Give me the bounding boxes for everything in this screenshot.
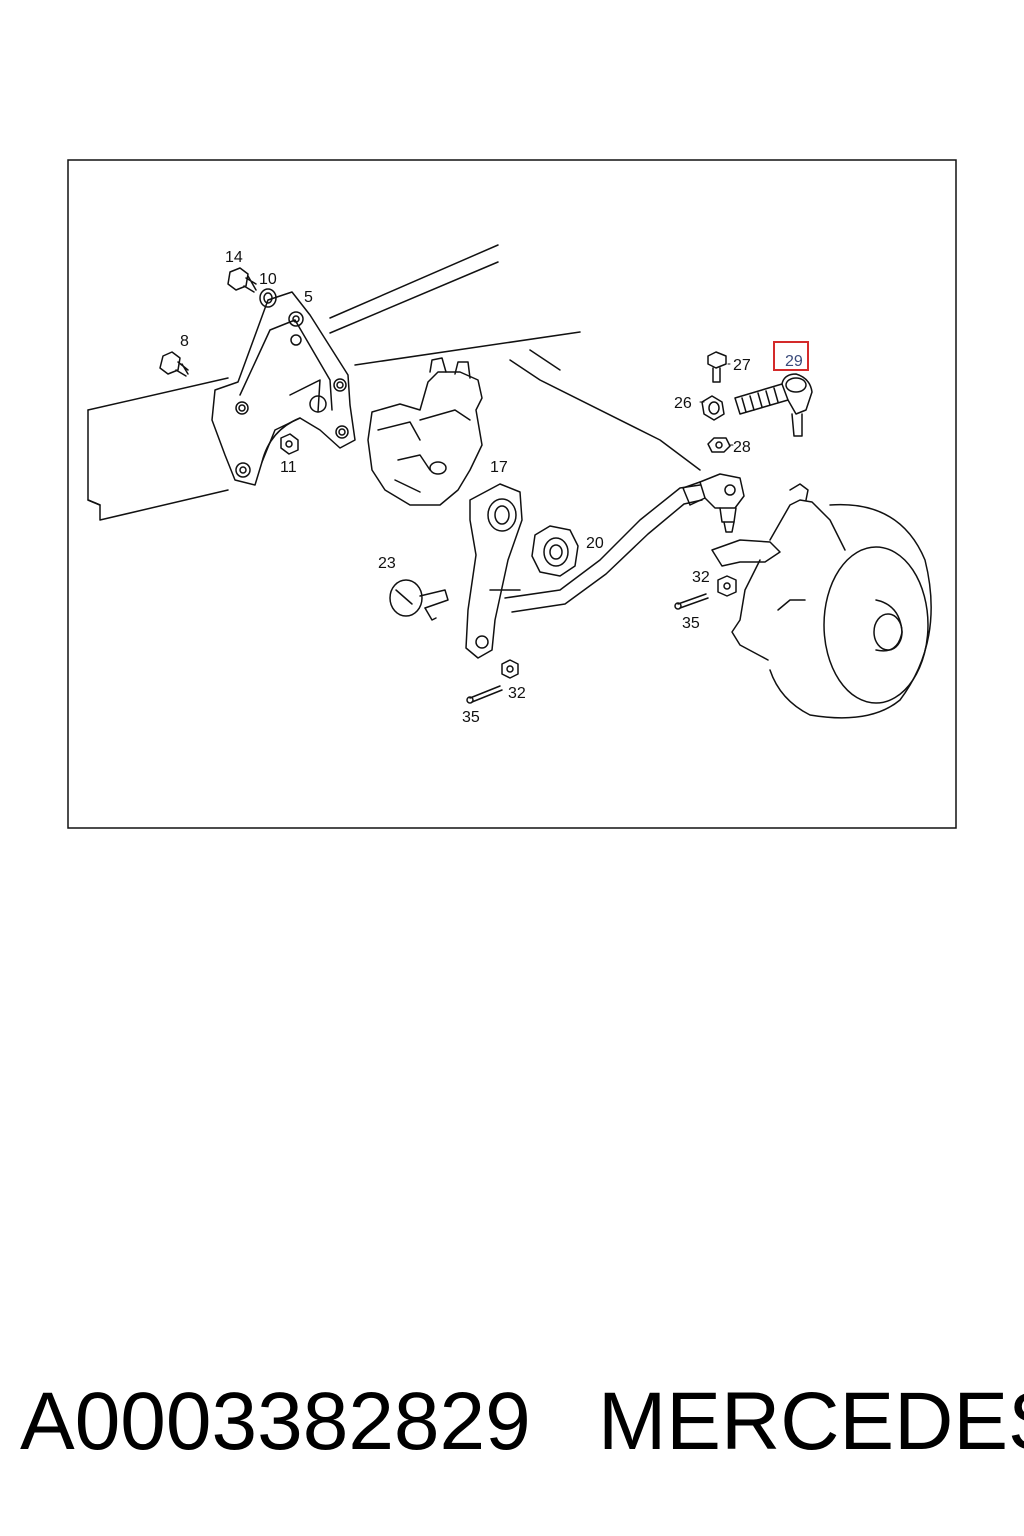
diagram-frame (67, 159, 957, 829)
tie-rod-end-29 (734, 373, 813, 437)
leader-lines (699, 363, 734, 446)
callout-5: 5 (304, 289, 313, 306)
nut-32-icon (501, 659, 519, 679)
brake-drum (769, 503, 932, 719)
nut-28-icon (707, 437, 731, 453)
steering-bracket (211, 291, 356, 486)
callout-32: 32 (692, 569, 710, 586)
callout-20: 20 (586, 535, 604, 552)
callout-17: 17 (490, 459, 508, 476)
clamp-26-icon (701, 395, 725, 421)
pitman-arm (465, 483, 523, 659)
callout-32b: 32 (508, 685, 526, 702)
callout-14: 14 (225, 249, 243, 266)
callout-23: 23 (378, 555, 396, 572)
callout-28: 28 (733, 439, 751, 456)
callout-27: 27 (733, 357, 751, 374)
cotter-pin-35-icon (466, 685, 503, 704)
steering-knuckle (711, 483, 846, 661)
callout-35b: 35 (462, 709, 480, 726)
steering-gearbox (367, 357, 483, 506)
nut-11-icon (280, 433, 299, 455)
callout-11: 11 (280, 459, 297, 476)
parts-diagram: 14 10 5 8 11 17 27 29 26 28 20 23 32 35 … (67, 159, 957, 829)
bolt-27-icon (707, 351, 727, 383)
callout-29: 29 (785, 353, 803, 370)
frame-rail (87, 244, 701, 521)
cotter-pin-35b-icon (674, 593, 709, 610)
highlight-box (773, 341, 809, 371)
footer-caption: A0003382829 MERCEDES (0, 1372, 1024, 1482)
callout-10: 10 (259, 271, 277, 288)
drag-link (489, 473, 745, 613)
callout-8: 8 (180, 333, 189, 350)
washer-10-icon (259, 288, 277, 308)
castle-nut-icon (531, 525, 579, 577)
tie-rod-end-23 (389, 579, 449, 621)
callout-35: 35 (682, 615, 700, 632)
nut-32b-icon (717, 575, 737, 597)
part-number: A0003382829 (20, 1376, 531, 1467)
bolt-14-icon (227, 267, 257, 293)
bolt-8-icon (159, 351, 189, 377)
callout-26: 26 (674, 395, 692, 412)
brand-name: MERCEDES (598, 1376, 1024, 1467)
callout-labels: 14 10 5 8 11 17 27 29 26 28 20 23 32 35 … (180, 249, 803, 726)
